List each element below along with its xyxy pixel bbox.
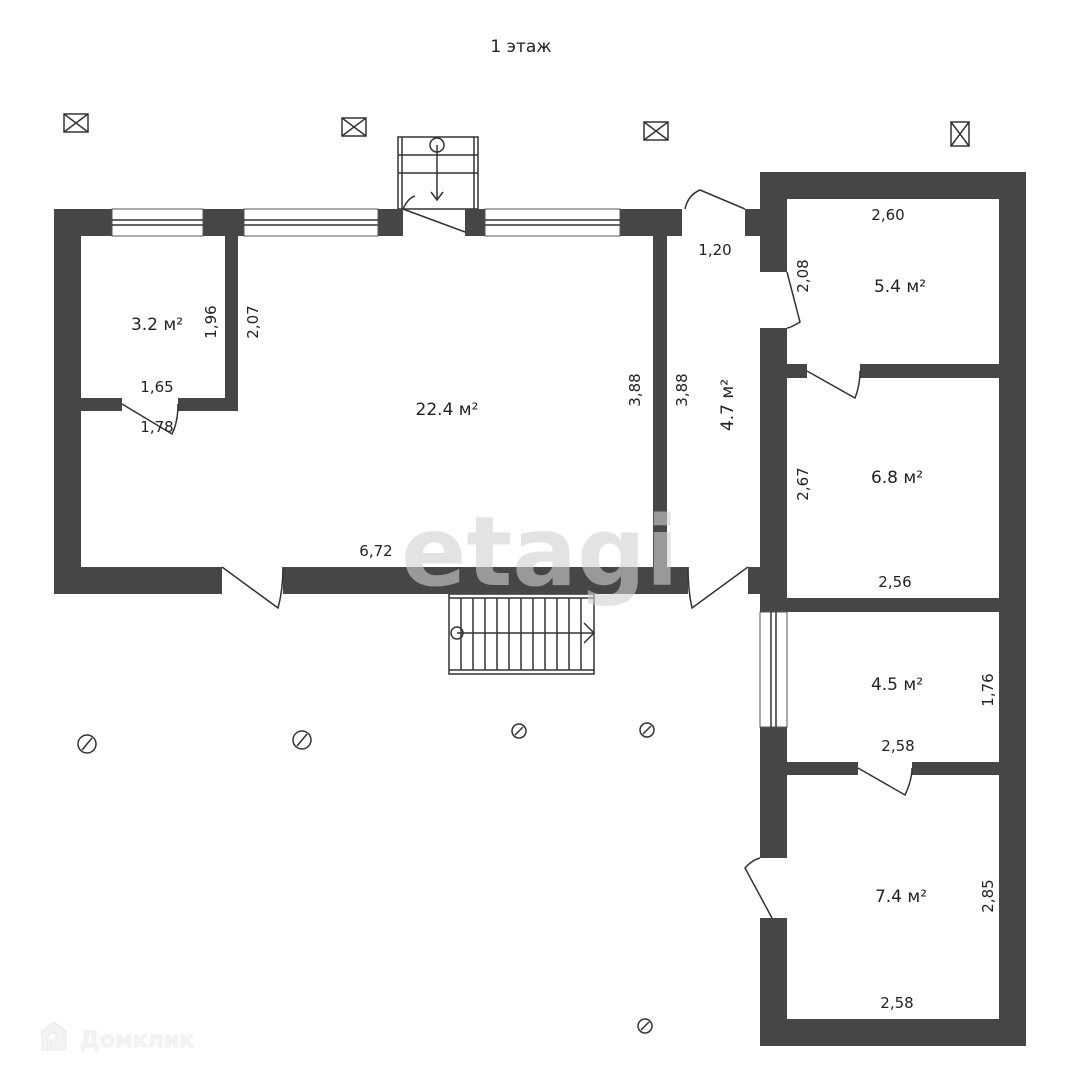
dimension-label: 3,88 bbox=[626, 373, 644, 406]
room-area: 3.2 м² bbox=[131, 315, 183, 335]
floor-title: 1 этаж bbox=[490, 37, 551, 57]
room-area: 6.8 м² bbox=[871, 468, 923, 488]
windows bbox=[111, 208, 788, 728]
dimension-label: 2,07 bbox=[244, 305, 262, 338]
dimension-label: 2,67 bbox=[794, 467, 812, 500]
dimension-label: 1,20 bbox=[698, 241, 731, 259]
dimension-label: 3,88 bbox=[673, 373, 691, 406]
dimension-label: 6,72 bbox=[359, 542, 392, 560]
doors bbox=[121, 189, 913, 919]
dimension-label: 2,58 bbox=[880, 994, 913, 1012]
dimension-label: 1,96 bbox=[202, 305, 220, 338]
dimension-label: 2,58 bbox=[881, 737, 914, 755]
dimension-label: 1,65 bbox=[140, 378, 173, 396]
window-marker-icons bbox=[63, 113, 970, 147]
dimension-label: 1,76 bbox=[979, 673, 997, 706]
dimension-label: 2,56 bbox=[878, 573, 911, 591]
dimension-label: 2,60 bbox=[871, 206, 904, 224]
dimension-label: 2,08 bbox=[794, 259, 812, 292]
entrance-stairs-bottom bbox=[448, 593, 596, 675]
domclick-watermark: Домклик bbox=[80, 1028, 194, 1053]
dimension-label: 2,85 bbox=[979, 879, 997, 912]
tree-icons bbox=[77, 722, 655, 1034]
room-area: 4.5 м² bbox=[871, 675, 923, 695]
room-area: 5.4 м² bbox=[874, 277, 926, 297]
etagi-watermark: etagi bbox=[401, 496, 678, 608]
walls bbox=[54, 172, 1026, 1046]
room-area: 4.7 м² bbox=[718, 379, 738, 431]
room-area: 7.4 м² bbox=[875, 887, 927, 907]
dimension-label: 1,78 bbox=[140, 418, 173, 436]
entrance-stairs-top bbox=[397, 136, 479, 210]
domclick-logo: Домклик bbox=[41, 1021, 194, 1053]
room-area: 22.4 м² bbox=[416, 400, 479, 420]
